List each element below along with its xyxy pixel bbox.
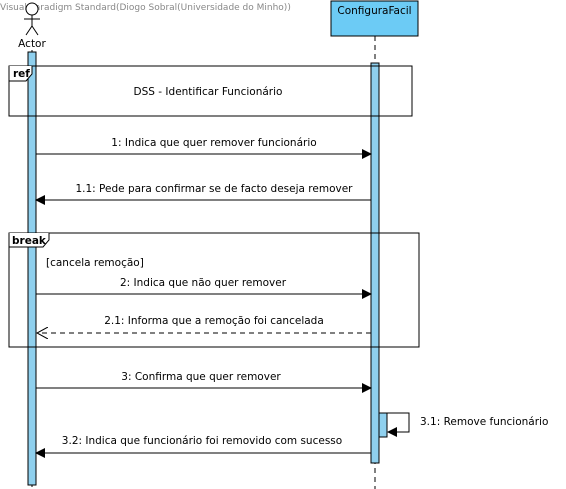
system-nested-activation-bar [378,412,388,438]
message-1-label: 1: Indica que quer remover funcionário [111,137,316,149]
actor-label: Actor [18,38,46,50]
ref-text: DSS - Identificar Funcionário [134,86,283,98]
ref-operator: ref [13,68,30,80]
message-3: 3: Confirma que quer remover [36,371,372,393]
actor-activation-bar [27,51,37,486]
message-3-label: 3: Confirma que quer remover [121,371,281,383]
actor-icon [24,2,40,36]
message-3-1-label: 3.1: Remove funcionário [420,416,548,428]
break-guard: [cancela remoção] [46,257,144,269]
message-2-label: 2: Indica que não quer remover [120,277,287,289]
message-3-2: 3.2: Indica que funcionário foi removido… [35,435,371,458]
message-1-1-label: 1.1: Pede para confirmar se de facto des… [75,183,353,195]
message-3-2-label: 3.2: Indica que funcionário foi removido… [62,435,342,447]
system-label: ConfiguraFacil [337,5,411,17]
break-fragment: break [cancela remoção] [8,232,420,348]
system-activation-bar [370,62,380,464]
message-2-1: 2.1: Informa que a remoção foi cancelada [37,315,371,333]
message-3-1: 3.1: Remove funcionário [379,412,548,437]
watermark-text: Visual Paradigm Standard(Diogo Sobral(Un… [0,3,291,13]
message-2-1-label: 2.1: Informa que a remoção foi cancelada [104,315,324,327]
system-lifeline-head [330,0,419,37]
message-1-1: 1.1: Pede para confirmar se de facto des… [35,183,371,205]
break-operator: break [12,235,47,247]
ref-fragment: ref DSS - Identificar Funcionário [8,65,413,117]
message-1: 1: Indica que quer remover funcionário [36,137,372,159]
message-2: 2: Indica que não quer remover [36,277,372,299]
